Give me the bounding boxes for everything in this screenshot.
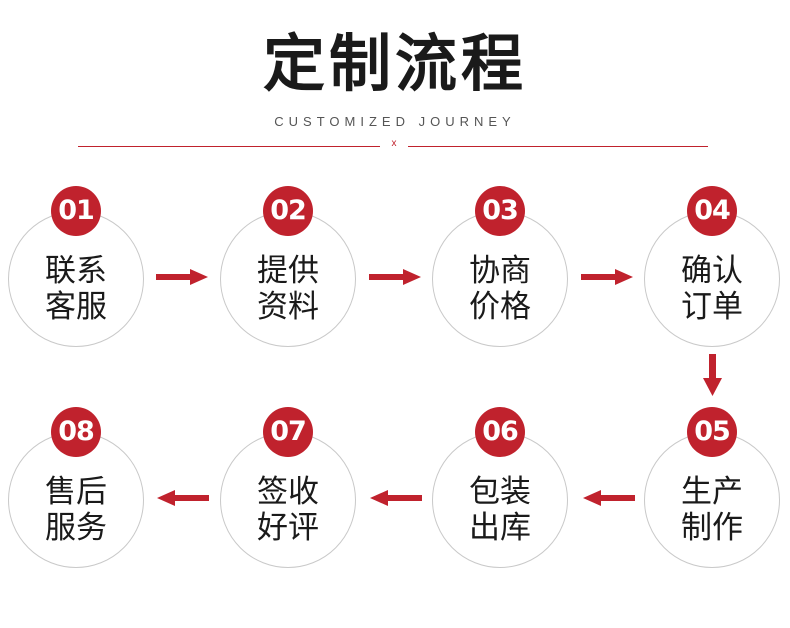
step-label-line2: 价格 xyxy=(469,289,531,325)
step-label-line1: 联系 xyxy=(45,253,107,289)
arrow-left-2 xyxy=(370,490,422,506)
step-label-line1: 包装 xyxy=(469,474,531,510)
step-label-line2: 出库 xyxy=(469,510,531,546)
step-01: 联系 客服 01 xyxy=(8,186,144,347)
step-label-line1: 售后 xyxy=(45,474,107,510)
step-label-line2: 客服 xyxy=(45,289,107,325)
step-05: 生产 制作 05 xyxy=(644,407,780,568)
step-number-badge: 02 xyxy=(263,186,313,236)
step-label-line2: 资料 xyxy=(257,289,319,325)
step-08: 售后 服务 08 xyxy=(8,407,144,568)
step-number-badge: 04 xyxy=(687,186,737,236)
step-03: 协商 价格 03 xyxy=(432,186,568,347)
step-number-badge: 07 xyxy=(263,407,313,457)
arrow-left-1 xyxy=(583,490,635,506)
page-title: 定制流程 xyxy=(262,27,527,100)
step-number-badge: 05 xyxy=(687,407,737,457)
step-label-line1: 协商 xyxy=(469,253,531,289)
step-label-line2: 订单 xyxy=(681,289,743,325)
step-number-badge: 08 xyxy=(51,407,101,457)
step-07: 签收 好评 07 xyxy=(220,407,356,568)
divider-left xyxy=(78,146,380,147)
arrow-left-3 xyxy=(157,490,209,506)
step-label-line1: 签收 xyxy=(257,474,319,510)
step-label-line2: 制作 xyxy=(681,510,743,546)
step-label-line2: 服务 xyxy=(45,510,107,546)
arrow-right-3 xyxy=(581,269,633,285)
divider-right xyxy=(408,146,708,147)
arrow-down xyxy=(703,354,722,396)
step-02: 提供 资料 02 xyxy=(220,186,356,347)
step-number-badge: 06 xyxy=(475,407,525,457)
step-number-badge: 03 xyxy=(475,186,525,236)
step-04: 确认 订单 04 xyxy=(644,186,780,347)
step-label-line1: 确认 xyxy=(681,253,743,289)
arrow-right-2 xyxy=(369,269,421,285)
step-label-line1: 生产 xyxy=(681,474,743,510)
divider-mark: x xyxy=(391,138,397,149)
page-subtitle: CUSTOMIZED JOURNEY xyxy=(274,114,516,129)
step-06: 包装 出库 06 xyxy=(432,407,568,568)
arrow-right-1 xyxy=(156,269,208,285)
step-number-badge: 01 xyxy=(51,186,101,236)
step-label-line1: 提供 xyxy=(257,253,319,289)
step-label-line2: 好评 xyxy=(257,510,319,546)
